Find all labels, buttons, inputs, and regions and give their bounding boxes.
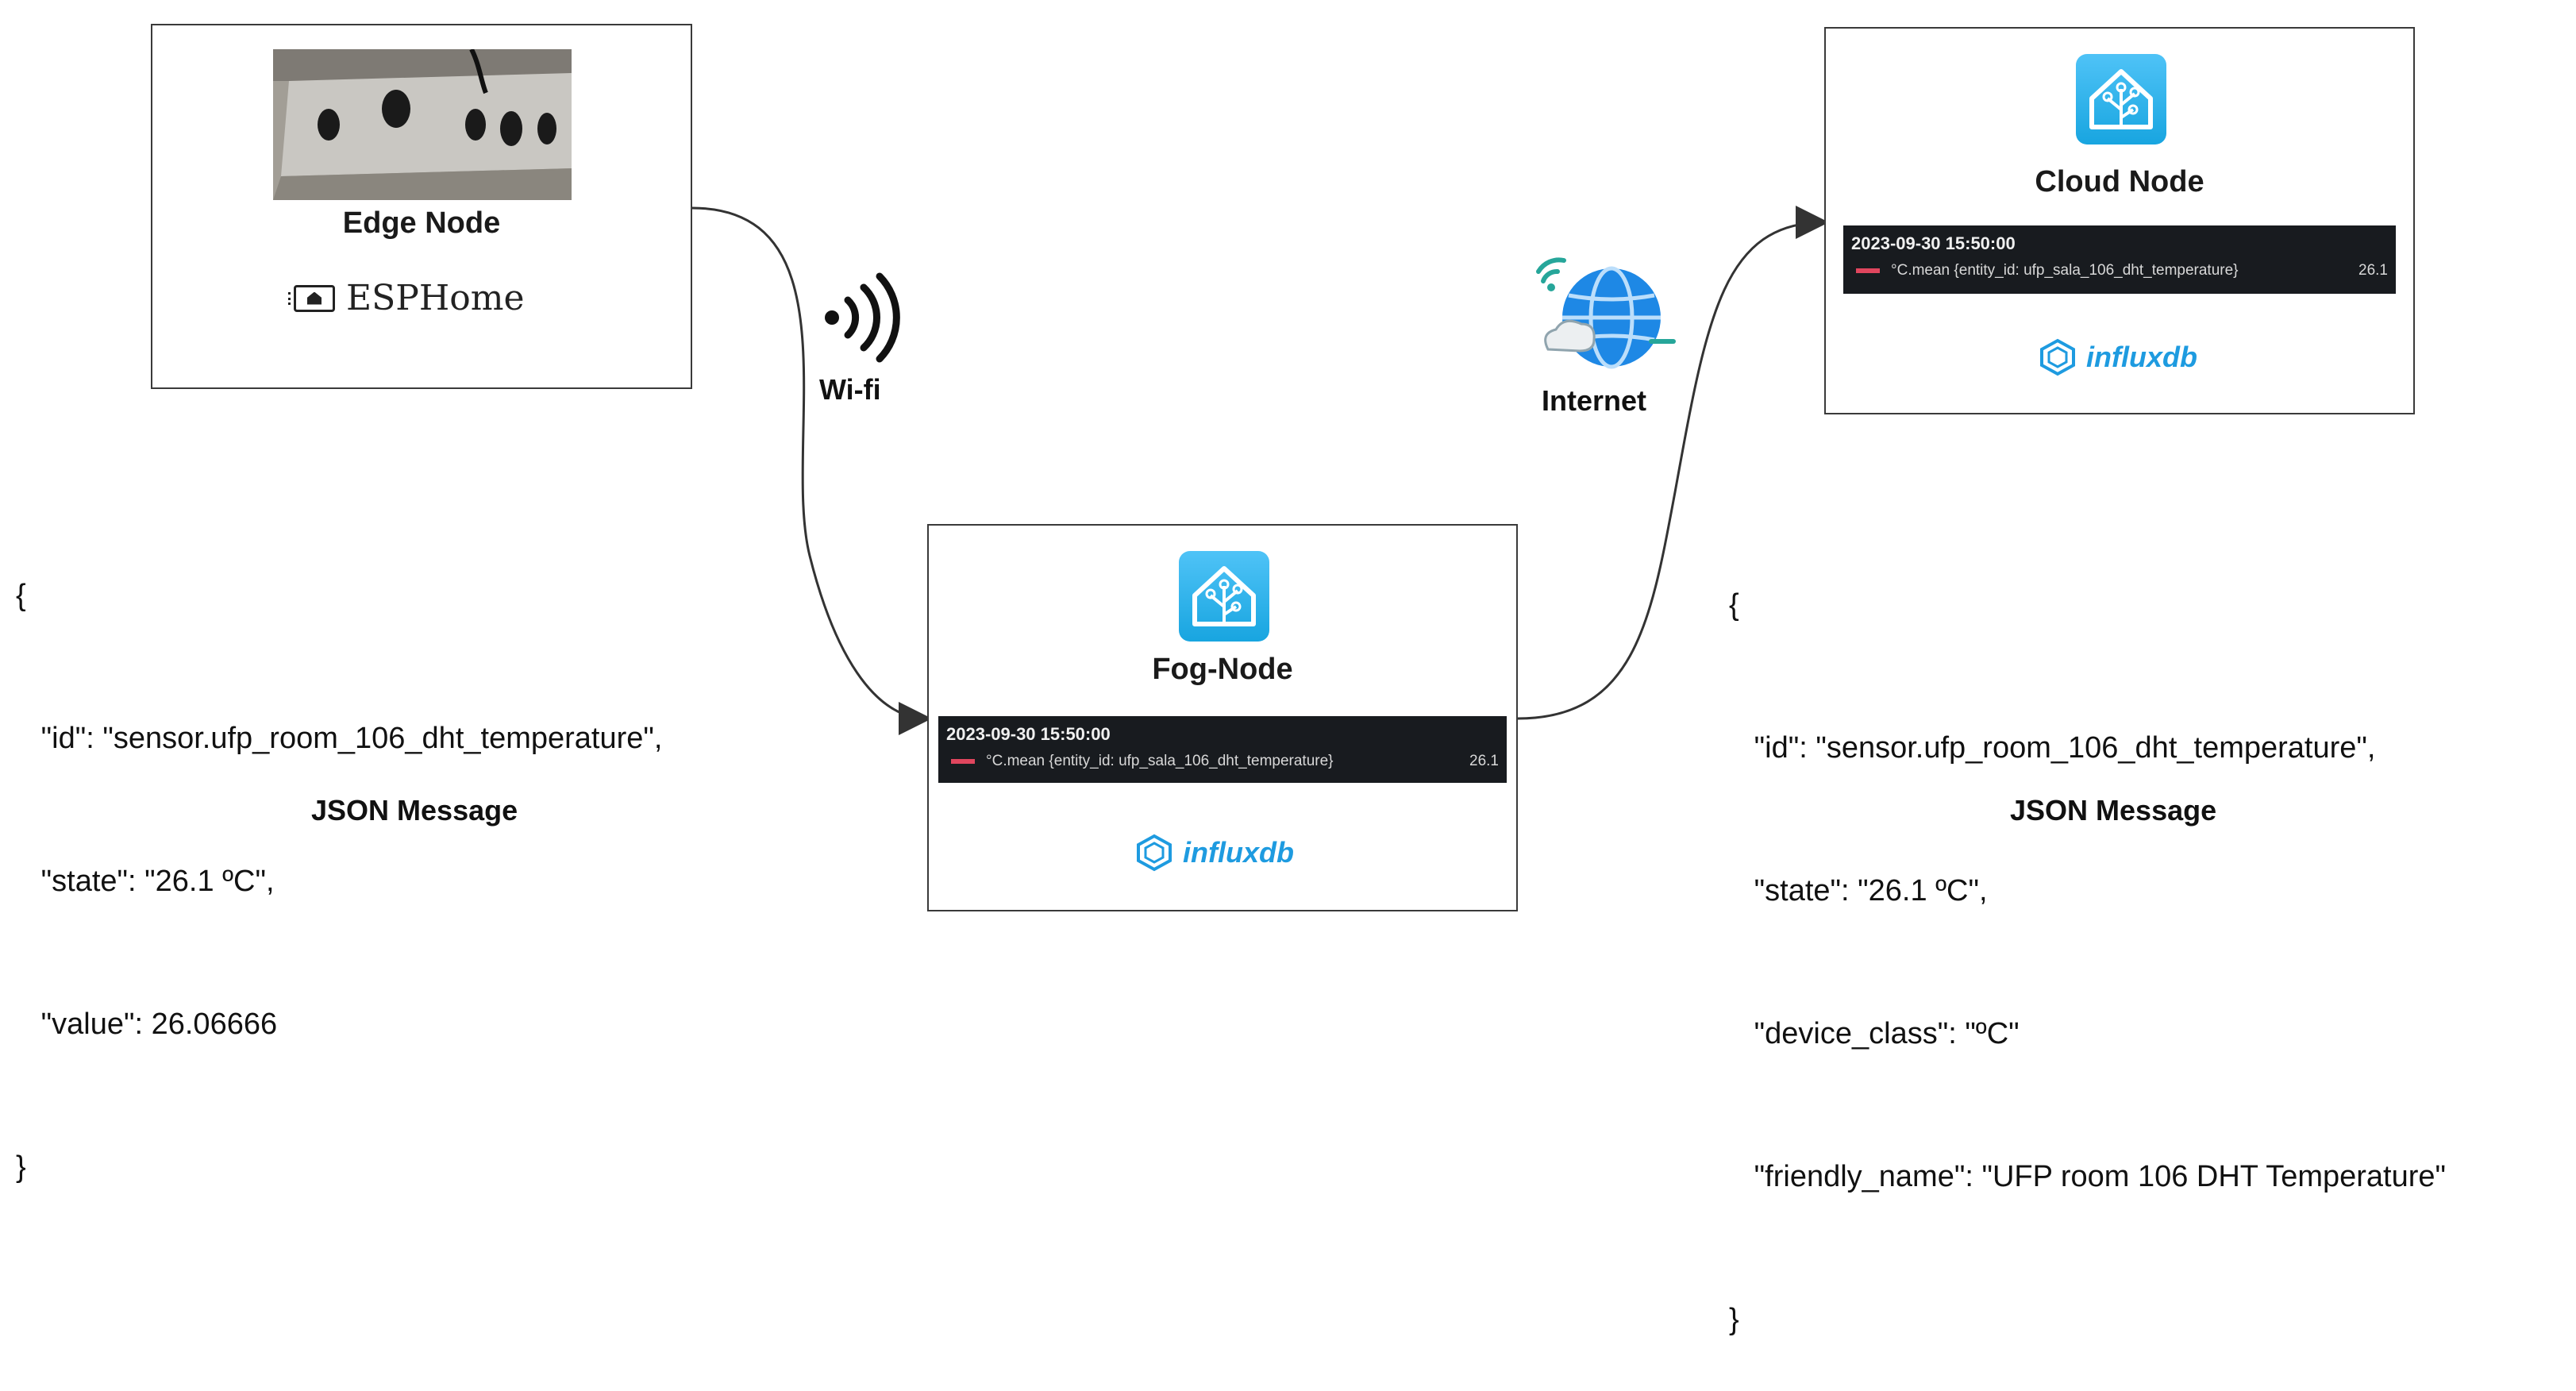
json-message-right: { "id": "sensor.ufp_room_106_dht_tempera…: [1729, 486, 2446, 1391]
cloud-node-box: Cloud Node 2023-09-30 15:50:00 °C.mean {…: [1824, 27, 2415, 414]
home-assistant-icon: [1179, 551, 1269, 642]
json-line: }: [1729, 1303, 1739, 1336]
edge-to-fog-link: [691, 206, 932, 735]
json-line: "friendly_name": "UFP room 106 DHT Tempe…: [1729, 1160, 2447, 1193]
series-color-swatch: [951, 758, 975, 764]
panel-legend: °C.mean {entity_id: ufp_sala_106_dht_tem…: [946, 753, 1334, 770]
connection-lines: [691, 206, 1829, 735]
panel-value: 26.1: [1469, 753, 1499, 769]
edge-node-title: Edge Node: [342, 206, 501, 240]
influxdb-logo: influxdb: [1135, 834, 1294, 872]
json-line: "id": "sensor.ufp_room_106_dht_temperatu…: [16, 722, 663, 755]
fog-to-cloud-link: [1517, 206, 1829, 720]
internet-globe-icon: [1536, 257, 1676, 369]
panel-legend: °C.mean {entity_id: ufp_sala_106_dht_tem…: [1851, 262, 2239, 279]
series-color-swatch: [1856, 268, 1880, 273]
fog-node-box: Fog-Node 2023-09-30 15:50:00 °C.mean {en…: [927, 524, 1518, 911]
influxdb-icon: [1137, 834, 1172, 872]
json-line: {: [1729, 588, 1739, 622]
json-line: "value": 26.06666: [16, 1008, 278, 1041]
json-line: "state": "26.1 ºC",: [16, 865, 275, 898]
json-line: }: [16, 1150, 26, 1184]
influxdb-icon: [2040, 338, 2075, 376]
home-assistant-icon: [2076, 54, 2166, 144]
influxdb-logo: influxdb: [2039, 338, 2197, 376]
panel-value: 26.1: [2358, 262, 2388, 279]
internet-label: Internet: [1542, 384, 1647, 417]
wifi-label: Wi-fi: [819, 373, 881, 406]
json-line: "id": "sensor.ufp_room_106_dht_temperatu…: [1729, 731, 2376, 765]
json-line: "state": "26.1 ºC",: [1729, 874, 1988, 907]
json-message-left: { "id": "sensor.ufp_room_106_dht_tempera…: [16, 476, 662, 1239]
wifi-icon: [825, 272, 900, 363]
esphome-logo: ESPHome: [288, 278, 525, 318]
fog-influx-panel: 2023-09-30 15:50:00 °C.mean {entity_id: …: [938, 716, 1507, 783]
json-line: {: [16, 579, 26, 612]
json-caption-right: JSON Message: [2010, 794, 2217, 827]
cloud-node-title: Cloud Node: [2035, 165, 2204, 198]
edge-node-box: Edge Node ESPHome: [151, 24, 692, 389]
fog-node-title: Fog-Node: [1152, 653, 1293, 686]
esphome-label: ESPHome: [346, 278, 525, 318]
panel-timestamp: 2023-09-30 15:50:00: [946, 724, 1111, 744]
esphome-icon: [288, 284, 335, 312]
sensor-enclosure-photo: [273, 49, 572, 200]
json-line: "device_class": "ºC": [1729, 1017, 2020, 1050]
cloud-influx-panel: 2023-09-30 15:50:00 °C.mean {entity_id: …: [1843, 225, 2396, 294]
panel-timestamp: 2023-09-30 15:50:00: [1851, 233, 2016, 253]
json-caption-left: JSON Message: [311, 794, 518, 827]
